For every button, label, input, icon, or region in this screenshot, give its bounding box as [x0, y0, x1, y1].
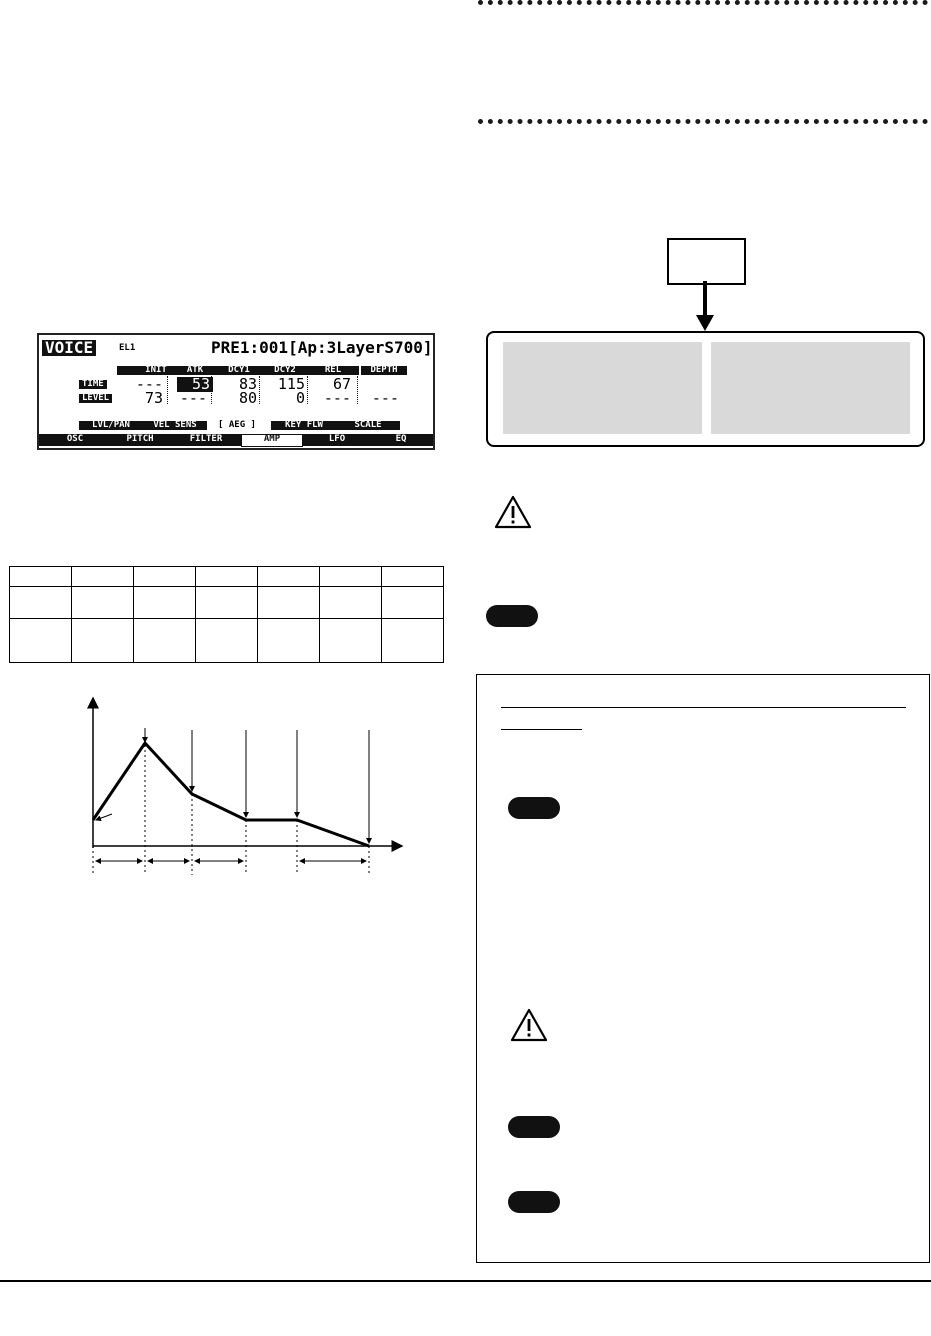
lcd-element: EL1 [119, 343, 136, 353]
lcd-col-dcy1: DCY1 [216, 366, 262, 375]
lcd-time-atk[interactable]: 53 [177, 377, 213, 392]
lcd-row-time: TIME [79, 380, 107, 389]
lcd-row-level: LEVEL [79, 394, 113, 403]
note-pill [508, 797, 560, 819]
flow-source-box [667, 238, 746, 285]
amplitude-envelope-diagram [87, 696, 404, 875]
lcd-col-init: INIT [117, 366, 195, 375]
dotted-separator-bottom [478, 119, 928, 124]
parameter-table [9, 566, 444, 663]
lcd-col-dcy2: DCY2 [261, 366, 309, 375]
lcd-level-rel: --- [323, 389, 351, 407]
lcd-tab-osc[interactable]: OSC [66, 434, 84, 444]
lcd-col-atk: ATK [173, 366, 217, 375]
lcd-subtab-keyflw[interactable]: KEY FLW [271, 421, 337, 430]
lcd-mode: VOICE [42, 340, 97, 356]
lcd-level-init[interactable]: 73 [144, 389, 163, 407]
lcd-subtab-scale[interactable]: SCALE [336, 421, 400, 430]
info-frame [476, 674, 930, 1263]
lcd-level-dcy1[interactable]: 80 [238, 389, 257, 407]
lcd-tab-pitch[interactable]: PITCH [126, 434, 154, 444]
frame-rule-short [501, 729, 582, 730]
lcd-time-dcy2[interactable]: 115 [277, 375, 305, 393]
frame-rule-long [501, 707, 906, 708]
lcd-tab-lfo[interactable]: LFO [328, 434, 346, 444]
caution-icon [494, 495, 532, 529]
flow-panel-left [503, 342, 702, 434]
page-bottom-rule [0, 1280, 931, 1282]
dotted-separator-top [478, 0, 928, 5]
lcd-subtab-lvlpan[interactable]: LVL/PAN [79, 421, 143, 430]
note-pill [508, 1191, 560, 1213]
lcd-col-rel: REL [307, 366, 359, 375]
lcd-time-dcy1[interactable]: 83 [238, 375, 257, 393]
lcd-col-depth: DEPTH [361, 366, 407, 375]
lcd-level-atk: --- [179, 389, 207, 407]
lcd-screen: VOICE EL1 PRE1:001[Ap:3LayerS700] INIT A… [37, 333, 435, 450]
lcd-time-init: --- [135, 375, 163, 393]
flow-panel-right [711, 342, 910, 434]
lcd-time-rel[interactable]: 67 [332, 375, 351, 393]
lcd-level-dcy2[interactable]: 0 [295, 389, 305, 407]
flow-arrow [696, 281, 714, 331]
caution-icon [510, 1008, 548, 1042]
lcd-level-depth: --- [371, 389, 399, 407]
lcd-tab-filter[interactable]: FILTER [189, 434, 223, 444]
lcd-subtab-velsens[interactable]: VEL SENS [143, 421, 207, 430]
lcd-tab-amp[interactable]: AMP [241, 434, 303, 447]
note-pill [486, 605, 538, 627]
lcd-voice-name: PRE1:001[Ap:3LayerS700] [211, 338, 433, 357]
lcd-tab-eq[interactable]: EQ [395, 434, 407, 444]
note-pill [508, 1116, 560, 1138]
lcd-subtab-aeg[interactable]: [ AEG ] [218, 420, 256, 430]
flow-target-box [486, 331, 925, 447]
